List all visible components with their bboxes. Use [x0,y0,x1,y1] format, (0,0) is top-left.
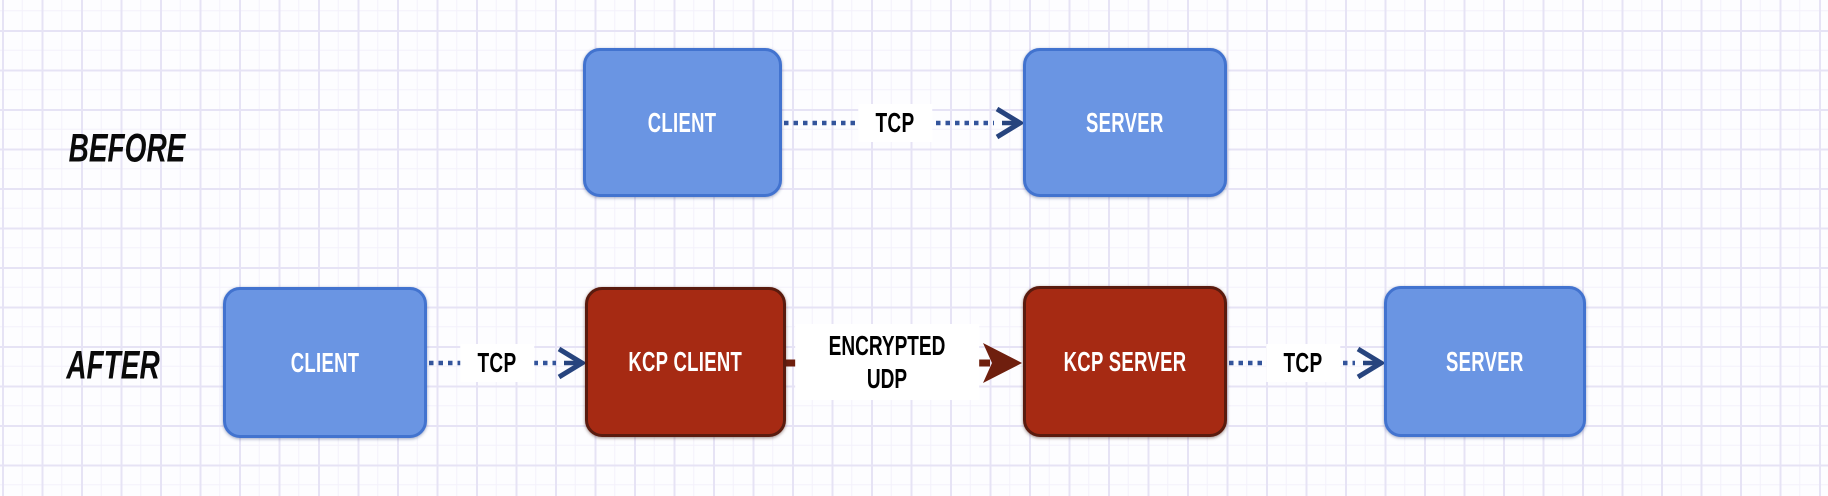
node-after-server: SERVER [1384,286,1586,437]
node-after-client: CLIENT [223,287,427,438]
edge-label-text-line1: ENCRYPTED [828,330,946,361]
node-label: KCP SERVER [1063,345,1187,377]
edge-label-text-line2: UDP [866,363,908,394]
edge-label-encrypted-udp: ENCRYPTED UDP [795,324,979,400]
node-label: CLIENT [648,106,717,138]
node-before-server: SERVER [1023,48,1227,197]
node-after-kcp-client: KCP CLIENT [585,287,786,437]
node-before-client: CLIENT [583,48,782,197]
tcp-arrow-after-left [429,346,587,380]
row-label-after: AFTER [66,343,160,388]
node-label: CLIENT [290,346,360,378]
node-label: SERVER [1086,106,1164,138]
edge-label-text: TCP [477,347,517,378]
edge-label-tcp-before: TCP [858,104,932,142]
node-label: SERVER [1446,345,1524,377]
row-label-before: BEFORE [68,126,186,171]
edge-label-text: TCP [875,107,915,138]
edge-label-tcp-after-left: TCP [460,344,534,382]
node-label: KCP CLIENT [628,346,743,377]
node-after-kcp-server: KCP SERVER [1023,286,1227,437]
edge-label-text: TCP [1283,347,1323,378]
edge-label-tcp-after-right: TCP [1266,344,1340,382]
